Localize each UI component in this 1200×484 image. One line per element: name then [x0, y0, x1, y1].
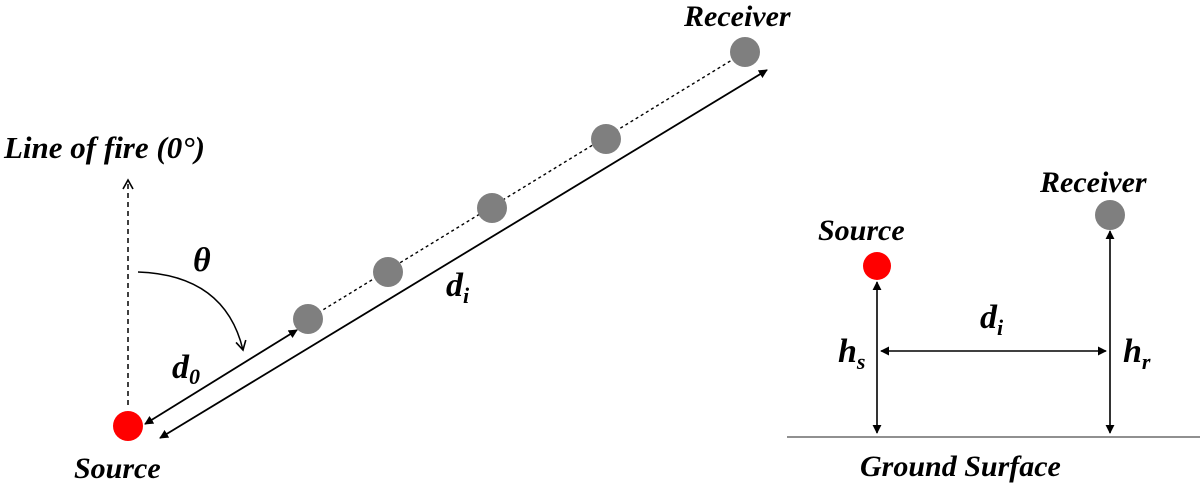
ground-surface-label: Ground Surface — [860, 450, 1061, 483]
side-di-label-base: d — [980, 299, 998, 336]
top-view: Line of fire (0°) θ d0 di Receiver Sourc… — [3, 0, 791, 484]
top-receiver-label: Receiver — [683, 0, 791, 33]
source-point — [113, 411, 143, 441]
hs-label: hs — [838, 333, 865, 374]
receiver-point-4 — [591, 124, 621, 154]
hr-label: hr — [1123, 333, 1151, 374]
di-label-sub: i — [463, 283, 470, 308]
hr-label-sub: r — [1142, 349, 1151, 374]
d0-label-sub: 0 — [189, 364, 200, 389]
hs-label-base: h — [838, 333, 857, 370]
angle-theta-label: θ — [193, 242, 211, 279]
side-di-label: di — [980, 299, 1004, 340]
receiver-point-2 — [373, 257, 403, 287]
side-receiver-point — [1095, 200, 1125, 230]
side-source-point — [863, 252, 891, 280]
side-source-label: Source — [818, 214, 905, 247]
di-label: di — [446, 267, 470, 308]
hs-label-sub: s — [856, 349, 866, 374]
hr-label-base: h — [1123, 333, 1142, 370]
d0-dimension-arrow — [144, 329, 298, 425]
side-receiver-label: Receiver — [1039, 166, 1147, 199]
di-label-base: d — [446, 267, 464, 304]
angle-arc — [137, 271, 247, 352]
receiver-point-final — [730, 37, 760, 67]
side-view: Source Receiver di hs hr Ground Surface — [787, 166, 1200, 483]
d0-label-base: d — [172, 349, 190, 386]
line-of-fire-label: Line of fire (0°) — [3, 130, 205, 165]
top-source-label: Source — [74, 452, 161, 484]
receiver-point-3 — [477, 193, 507, 223]
side-di-label-sub: i — [997, 315, 1004, 340]
receiver-point-1 — [293, 304, 323, 334]
receiver-line-dashed — [307, 51, 746, 320]
di-dimension-arrow — [159, 69, 768, 439]
d0-label: d0 — [172, 349, 200, 389]
